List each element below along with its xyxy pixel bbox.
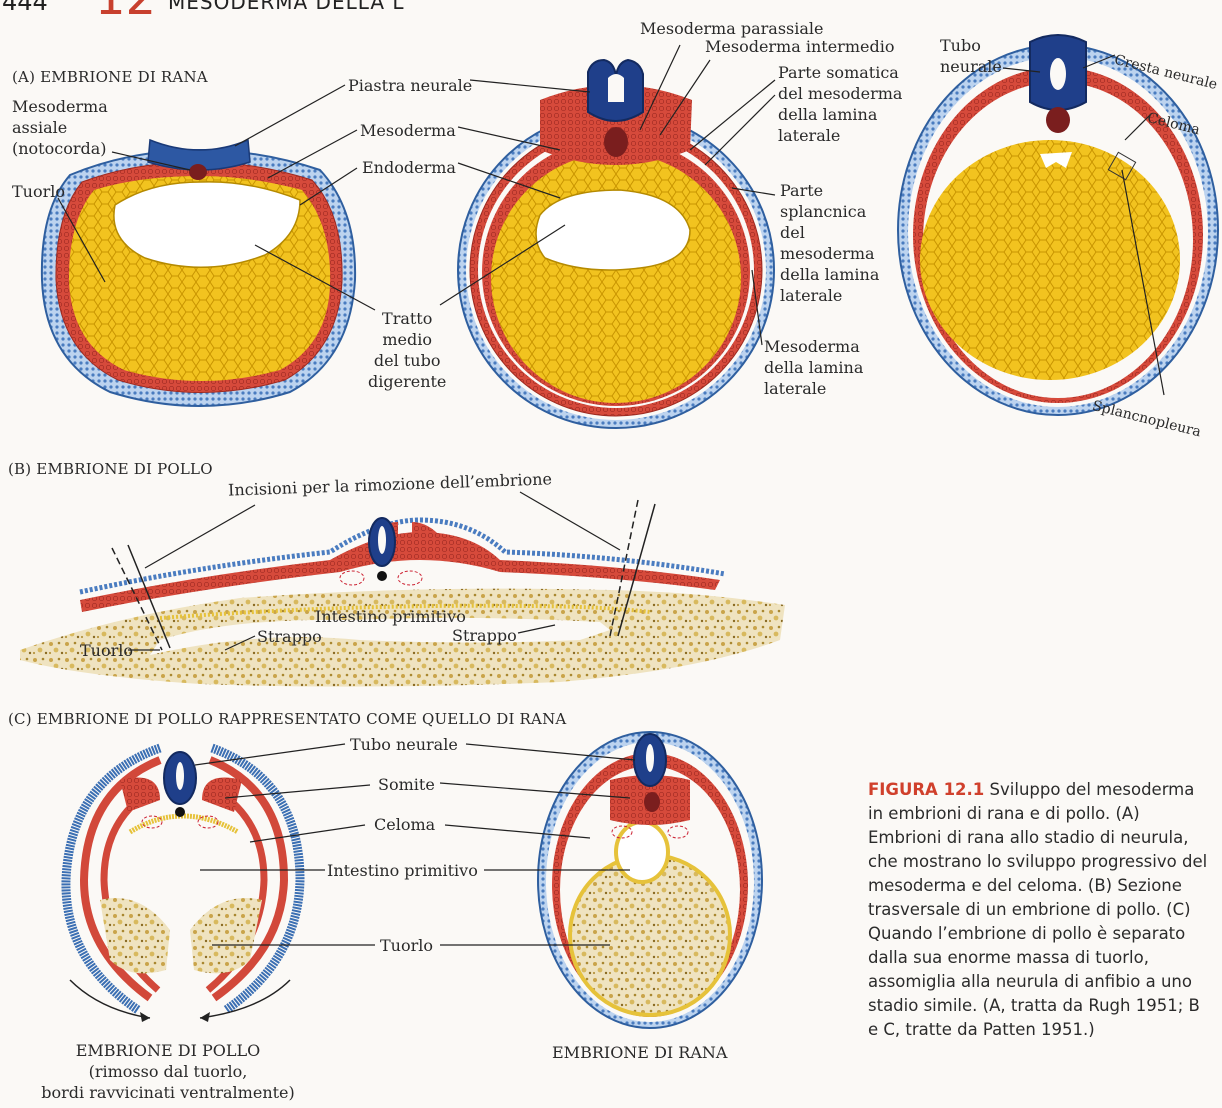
figure-caption: FIGURA 12.1 Sviluppo del mesoderma in em… [868, 778, 1213, 1042]
label-line: laterale [780, 285, 879, 306]
label-line: della lamina [780, 264, 879, 285]
frog-embryo-comparison [538, 732, 762, 1028]
label-parte-splancnica: Parte splancnica del mesoderma della lam… [780, 180, 879, 306]
section-a-title: (A) EMBRIONE DI RANA [12, 68, 208, 86]
label-line: Mesoderma [12, 96, 108, 117]
chick-embryo-cross-section [20, 500, 785, 687]
label-line: digerente [368, 371, 446, 392]
figure-caption-text: Sviluppo del mesoderma in embrioni di ra… [868, 780, 1207, 1039]
label-strappo-left: Strappo [257, 626, 322, 647]
label-line: della lamina [764, 357, 863, 378]
label-tratto-medio: Tratto medio del tubo digerente [368, 308, 446, 392]
label-tubo-neurale-c: Tubo neurale [350, 734, 458, 755]
frog-embryo-early [42, 140, 355, 406]
label-line: (notocorda) [12, 138, 108, 159]
label-line: Mesoderma [764, 336, 863, 357]
label-line: laterale [764, 378, 863, 399]
label-line: Parte [780, 180, 879, 201]
label-line: della lamina [778, 104, 902, 125]
label-line: (rimosso dal tuorlo, [28, 1061, 308, 1082]
label-intestino-primitivo-c: Intestino primitivo [327, 860, 478, 881]
section-b-title: (B) EMBRIONE DI POLLO [8, 460, 213, 478]
label-line: EMBRIONE DI POLLO [28, 1040, 308, 1061]
label-line: Parte somatica [778, 62, 902, 83]
label-intestino-primitivo-b: Intestino primitivo [315, 606, 466, 627]
label-mesoderma-intermedio: Mesoderma intermedio [705, 36, 894, 57]
label-strappo-right: Strappo [452, 625, 517, 646]
label-line: bordi ravvicinati ventralmente) [28, 1082, 308, 1103]
label-mesoderma-lamina-laterale: Mesoderma della lamina laterale [764, 336, 863, 399]
label-line: assiale [12, 117, 108, 138]
label-tuorlo-a: Tuorlo [12, 181, 65, 202]
label-piastra-neurale: Piastra neurale [348, 75, 472, 96]
chick-embryo-frog-like [66, 748, 300, 1022]
label-line: mesoderma [780, 243, 879, 264]
label-line: laterale [778, 125, 902, 146]
label-parte-somatica: Parte somatica del mesoderma della lamin… [778, 62, 902, 146]
label-tuorlo-b: Tuorlo [80, 640, 133, 661]
label-mesoderma-assiale: Mesoderma assiale (notocorda) [12, 96, 108, 159]
label-tubo-neurale-a: Tubo neurale [940, 35, 1002, 77]
section-c-title: (C) EMBRIONE DI POLLO RAPPRESENTATO COME… [8, 710, 566, 728]
frog-embryo-middle [458, 60, 774, 428]
label-mesoderma: Mesoderma [360, 120, 456, 141]
label-somite: Somite [378, 774, 435, 795]
label-celoma-c: Celoma [374, 814, 435, 835]
label-line: Tubo [940, 35, 1002, 56]
label-line: del mesoderma [778, 83, 902, 104]
figure-label: FIGURA 12.1 [868, 780, 984, 799]
label-line: Tratto [368, 308, 446, 329]
frog-embryo-late [898, 35, 1218, 415]
label-line: splancnica [780, 201, 879, 222]
label-endoderma: Endoderma [362, 157, 456, 178]
label-line: del tubo [368, 350, 446, 371]
label-line: medio [368, 329, 446, 350]
label-tuorlo-c: Tuorlo [380, 935, 433, 956]
chick-embryo-caption: EMBRIONE DI POLLO (rimosso dal tuorlo, b… [28, 1040, 308, 1103]
label-line: del [780, 222, 879, 243]
label-line: neurale [940, 56, 1002, 77]
frog-embryo-caption: EMBRIONE DI RANA [552, 1042, 727, 1063]
